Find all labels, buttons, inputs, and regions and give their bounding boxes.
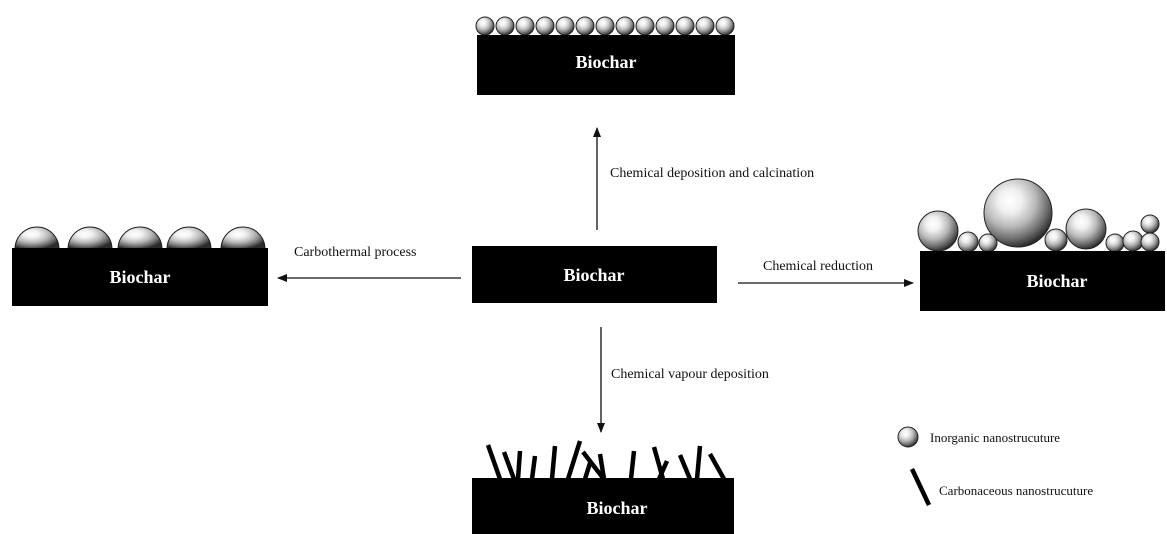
inorganic-particle xyxy=(983,178,1053,248)
inorganic-particle xyxy=(957,231,979,253)
carbonaceous-rod xyxy=(581,450,605,480)
legend-carbonaceous-label: Carbonaceous nanostrucuture xyxy=(939,483,1093,498)
inorganic-particle xyxy=(917,210,959,252)
carbonaceous-rod xyxy=(708,452,726,481)
inorganic-particle xyxy=(695,16,715,36)
center-biochar-label: Biochar xyxy=(564,265,625,285)
top-biochar-block xyxy=(477,35,735,95)
inorganic-particle xyxy=(575,16,595,36)
carbonaceous-rod xyxy=(549,445,558,480)
inorganic-particle xyxy=(1140,214,1160,234)
inorganic-particle xyxy=(1105,233,1125,253)
inorganic-particle xyxy=(515,16,535,36)
left-biochar: Biochar xyxy=(12,226,268,306)
top-biochar-label: Biochar xyxy=(576,52,637,72)
bottom-rods xyxy=(485,440,726,481)
right-biochar-label: Biochar xyxy=(1027,271,1088,291)
carbonaceous-rod xyxy=(529,455,538,480)
carbonaceous-rod xyxy=(656,460,670,480)
legend-sphere-icon xyxy=(897,426,919,448)
inorganic-particle xyxy=(555,16,575,36)
carbonaceous-rod xyxy=(582,462,593,480)
right-biochar-block xyxy=(920,251,1165,311)
carbonaceous-rod xyxy=(597,453,607,480)
carbonaceous-rod xyxy=(628,450,637,480)
inorganic-particle xyxy=(1122,230,1144,252)
inorganic-particle xyxy=(535,16,555,36)
inorganic-particle xyxy=(117,226,163,250)
process-label-left: Carbothermal process xyxy=(294,245,416,260)
left-biochar-label: Biochar xyxy=(110,267,171,287)
carbonaceous-rod xyxy=(515,450,523,480)
center-biochar: Biochar xyxy=(472,246,717,303)
legend: Inorganic nanostrucuture Carbonaceous na… xyxy=(897,426,1093,506)
inorganic-particle xyxy=(1140,232,1160,252)
process-label-right: Chemical reduction xyxy=(763,259,873,274)
inorganic-particle xyxy=(67,226,113,250)
inorganic-particle xyxy=(475,16,495,36)
inorganic-particle xyxy=(14,226,60,250)
inorganic-particle xyxy=(495,16,515,36)
process-label-down: Chemical vapour deposition xyxy=(611,367,769,382)
carbonaceous-rod xyxy=(565,440,583,480)
top-biochar: Biochar xyxy=(475,16,735,95)
inorganic-particle xyxy=(978,233,998,253)
inorganic-particle xyxy=(675,16,695,36)
inorganic-particle xyxy=(615,16,635,36)
legend-rod-icon xyxy=(909,468,932,506)
bottom-biochar-block xyxy=(472,478,734,534)
inorganic-particle xyxy=(220,226,266,250)
inorganic-particle xyxy=(715,16,735,36)
bottom-biochar: Biochar xyxy=(472,440,734,534)
right-spheres xyxy=(917,178,1160,253)
bottom-biochar-label: Biochar xyxy=(587,498,648,518)
top-spheres xyxy=(475,16,735,36)
carbonaceous-rod xyxy=(485,444,503,480)
inorganic-particle xyxy=(1065,208,1107,250)
inorganic-particle xyxy=(655,16,675,36)
process-label-up: Chemical deposition and calcination xyxy=(610,166,814,181)
inorganic-particle xyxy=(595,16,615,36)
carbonaceous-rod xyxy=(677,454,693,480)
inorganic-particle xyxy=(635,16,655,36)
left-hemispheres xyxy=(14,226,266,250)
inorganic-particle xyxy=(166,226,212,250)
carbonaceous-rod xyxy=(501,451,517,480)
carbonaceous-rod xyxy=(694,445,703,480)
right-biochar: Biochar xyxy=(917,178,1165,311)
legend-inorganic-label: Inorganic nanostrucuture xyxy=(930,430,1060,445)
left-biochar-block xyxy=(12,248,268,306)
center-biochar-block xyxy=(472,246,717,303)
inorganic-particle xyxy=(1044,228,1068,252)
